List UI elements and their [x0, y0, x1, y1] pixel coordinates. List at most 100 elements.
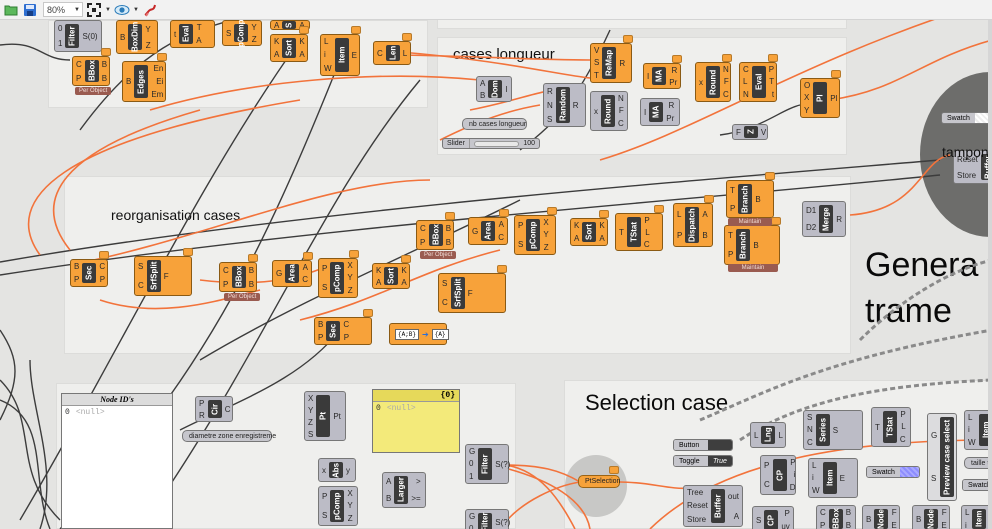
input-port[interactable]: B	[866, 514, 872, 524]
output-port[interactable]: Em	[151, 90, 164, 99]
toggle-value[interactable]: True	[708, 456, 732, 466]
output-port[interactable]: R	[619, 58, 626, 68]
input-port[interactable]: P	[677, 231, 683, 240]
input-port[interactable]: S	[442, 279, 448, 288]
preview-eye-icon[interactable]	[114, 2, 130, 18]
output-port[interactable]: D	[789, 483, 796, 493]
input-port[interactable]: x	[322, 465, 326, 475]
output-port[interactable]: B	[101, 73, 108, 83]
input-port[interactable]: O	[804, 80, 811, 90]
output-port[interactable]: C	[899, 435, 906, 445]
output-port[interactable]: R	[836, 214, 843, 224]
input-port[interactable]: B	[74, 262, 80, 271]
input-port[interactable]: S	[807, 412, 813, 422]
input-port[interactable]: X	[308, 393, 314, 403]
nb-cases-longueur-param[interactable]: nb cases longueur	[462, 118, 527, 130]
input-port[interactable]: 0	[469, 459, 474, 469]
output-port[interactable]: A	[599, 234, 605, 243]
input-port[interactable]: R	[547, 86, 553, 96]
input-port[interactable]: Y	[804, 106, 810, 116]
input-port[interactable]: Tree	[687, 488, 704, 498]
input-port[interactable]: W	[968, 438, 976, 448]
output-port[interactable]: P	[343, 333, 350, 342]
input-port[interactable]: P	[820, 521, 826, 529]
sketch-pen-icon[interactable]	[142, 2, 158, 18]
output-port[interactable]: Y	[347, 273, 353, 283]
input-port[interactable]: S	[322, 511, 328, 520]
input-port[interactable]: X	[804, 93, 810, 103]
input-port[interactable]: G	[931, 431, 938, 440]
output-port[interactable]: A	[302, 262, 309, 272]
input-port[interactable]: D1	[806, 206, 817, 215]
input-port[interactable]: P	[322, 492, 328, 501]
input-port[interactable]: K	[376, 265, 382, 275]
output-port[interactable]: Pr	[669, 77, 678, 87]
input-port[interactable]: T	[728, 231, 733, 240]
input-port[interactable]: P	[318, 333, 324, 342]
input-port[interactable]: F	[736, 127, 741, 137]
input-port[interactable]: L	[677, 210, 682, 219]
output-port[interactable]: C	[723, 90, 729, 100]
output-port[interactable]: A	[299, 21, 304, 30]
output-port[interactable]: A	[196, 36, 202, 45]
open-file-icon[interactable]	[3, 2, 19, 18]
input-port[interactable]: N	[547, 100, 553, 110]
output-port[interactable]: C	[498, 233, 505, 242]
input-port[interactable]: P	[730, 203, 736, 213]
output-port[interactable]: S(0)	[82, 31, 98, 41]
button-widget[interactable]: Button	[673, 439, 733, 451]
input-port[interactable]: Store	[687, 514, 707, 524]
input-port[interactable]: N	[743, 90, 749, 100]
input-port[interactable]: S	[594, 58, 600, 68]
output-port[interactable]: A	[702, 210, 708, 219]
output-port[interactable]: i	[793, 470, 796, 480]
output-port[interactable]: F	[618, 106, 624, 116]
output-port[interactable]: B	[101, 59, 108, 69]
output-port[interactable]: Z	[347, 286, 353, 296]
input-port[interactable]: C	[76, 59, 82, 69]
len-component[interactable]: C Len L	[373, 33, 412, 65]
output-port[interactable]: R	[671, 65, 678, 75]
output-port[interactable]: F	[723, 77, 729, 87]
input-port[interactable]: B	[480, 90, 486, 100]
output-port[interactable]: P	[644, 215, 650, 225]
output-port[interactable]: A	[299, 50, 305, 59]
output-port[interactable]: C	[643, 239, 650, 249]
output-port[interactable]: P	[784, 509, 790, 518]
input-port[interactable]: I	[644, 107, 647, 117]
output-port[interactable]: S(?)	[495, 459, 511, 469]
output-port[interactable]: E	[351, 50, 357, 60]
input-port[interactable]: Y	[308, 405, 314, 415]
output-port[interactable]: P	[768, 64, 775, 74]
input-port[interactable]: A	[574, 234, 580, 243]
output-port[interactable]: Z	[145, 40, 151, 50]
output-port[interactable]: t	[771, 90, 775, 100]
input-port[interactable]: K	[574, 221, 580, 230]
input-port[interactable]: S	[308, 429, 314, 439]
output-port[interactable]: C	[302, 275, 309, 285]
output-port[interactable]: y	[346, 465, 350, 475]
input-port[interactable]: S	[756, 515, 762, 525]
swatch-param[interactable]: Swatch	[866, 466, 920, 478]
output-port[interactable]: L	[901, 422, 906, 432]
save-icon[interactable]	[22, 2, 38, 18]
input-port[interactable]: B	[126, 77, 132, 86]
input-port[interactable]: T	[730, 185, 735, 195]
input-port[interactable]: t	[174, 29, 177, 39]
input-port[interactable]: i	[965, 521, 967, 529]
input-port[interactable]: S	[322, 283, 328, 292]
